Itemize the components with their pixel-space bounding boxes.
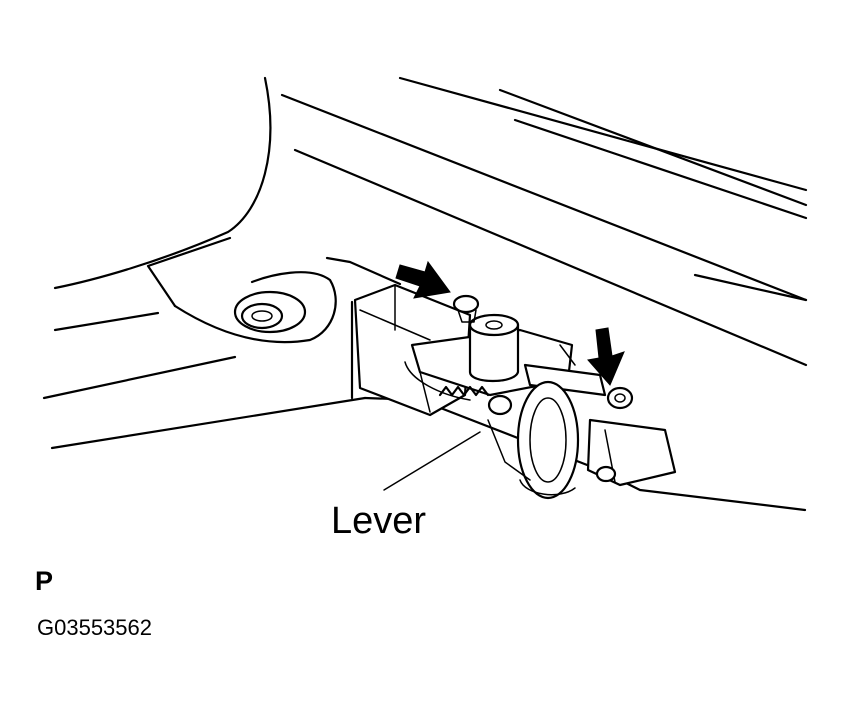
view-label: P — [35, 566, 54, 596]
body-side-panel — [42, 76, 807, 512]
body-panel-lines — [280, 76, 808, 367]
figure-code: G03553562 — [37, 615, 152, 640]
lever-callout-label: Lever — [331, 500, 427, 542]
arrow-icon-left — [395, 260, 451, 299]
lever-mechanism — [353, 283, 677, 500]
arrow-icon-right — [587, 327, 625, 386]
mounting-boss — [233, 290, 307, 334]
lever-leader-line — [383, 431, 481, 491]
